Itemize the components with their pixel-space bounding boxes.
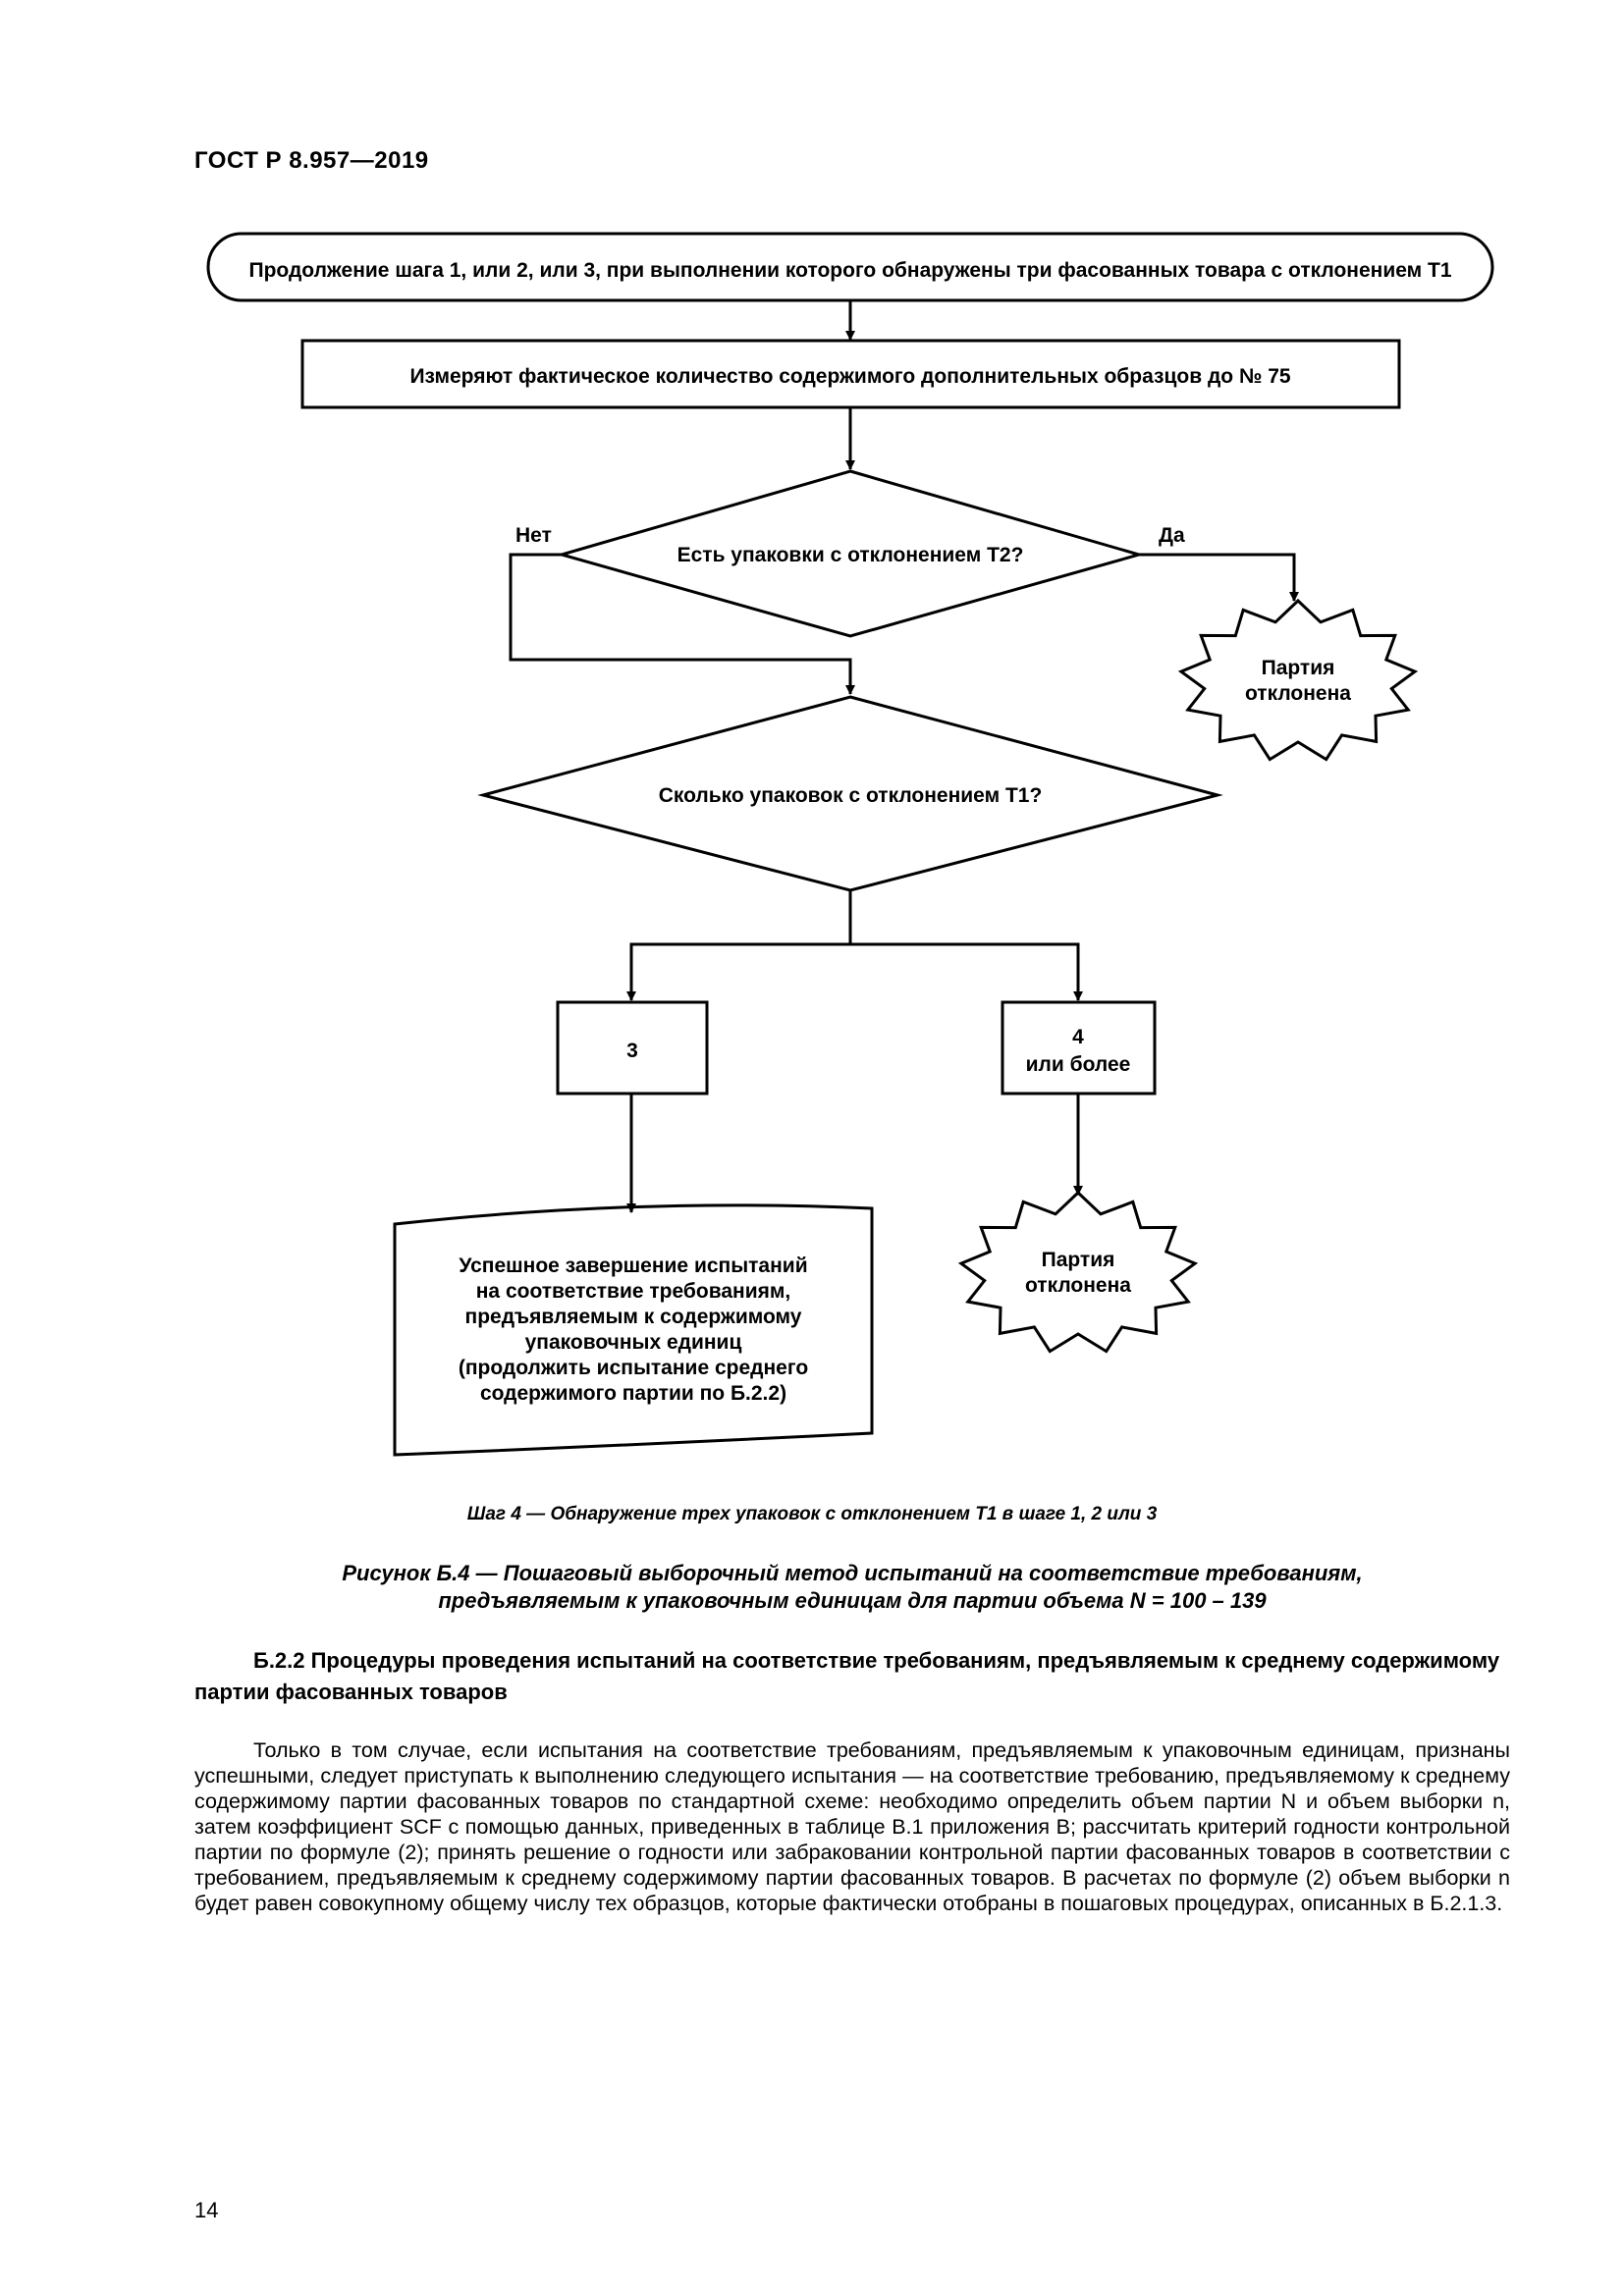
section-heading: Б.2.2 Процедуры проведения испытаний на … <box>194 1648 1500 1704</box>
success-line-2: на соответствие требованиям, <box>476 1280 790 1303</box>
reject-1-line2: отклонена <box>1245 682 1351 705</box>
flowchart: Продолжение шага 1, или 2, или 3, при вы… <box>206 232 1494 1457</box>
success-line-6: содержимого партии по Б.2.2) <box>480 1382 786 1405</box>
yes-label: Да <box>1159 524 1185 547</box>
success-line-3: предъявляемым к содержимому <box>465 1306 802 1328</box>
reject-terminator-2: Партия отклонена <box>957 1190 1199 1354</box>
reject-1-line1: Партия <box>1262 657 1335 679</box>
branch-three-box: 3 <box>556 1000 709 1095</box>
connector-to-four <box>850 942 1083 1001</box>
document-header: ГОСТ Р 8.957—2019 <box>194 147 429 174</box>
no-label: Нет <box>515 524 552 547</box>
start-terminator: Продолжение шага 1, или 2, или 3, при вы… <box>206 232 1494 302</box>
figure-caption-line2: предъявляемым к упаковочным единицам для… <box>438 1588 1267 1613</box>
reject-2-line2: отклонена <box>1025 1274 1131 1297</box>
branch-four-line2: или более <box>1026 1053 1131 1076</box>
connector-to-three <box>626 942 850 1001</box>
branch-four-line1: 4 <box>1072 1026 1084 1048</box>
figure-caption: Рисунок Б.4 — Пошаговый выборочный метод… <box>194 1560 1510 1615</box>
page-number: 14 <box>194 2198 219 2222</box>
decision-t1-count: Сколько упаковок с отклонением T1? <box>477 695 1223 892</box>
success-line-4: упаковочных единиц <box>525 1331 742 1354</box>
success-line-1: Успешное завершение испытаний <box>459 1255 807 1277</box>
success-document: Успешное завершение испытаний на соответ… <box>393 1203 874 1457</box>
branch-four-box: 4 или более <box>1001 1000 1157 1095</box>
reject-2-line1: Партия <box>1042 1249 1115 1271</box>
measure-text: Измеряют фактическое количество содержим… <box>409 365 1290 388</box>
start-text: Продолжение шага 1, или 2, или 3, при вы… <box>248 259 1451 282</box>
success-line-5: (продолжить испытание среднего <box>459 1357 808 1379</box>
measure-process: Измеряют фактическое количество содержим… <box>300 339 1401 409</box>
decision-t2: Есть упаковки с отклонением T2? <box>556 469 1145 638</box>
decision-t2-text: Есть упаковки с отклонением T2? <box>677 544 1024 566</box>
reject-terminator-1: Партия отклонена <box>1177 598 1419 762</box>
body-paragraph: Только в том случае, если испытания на с… <box>194 1738 1510 1915</box>
connector-no-branch <box>509 553 855 695</box>
figure-caption-line1: Рисунок Б.4 — Пошаговый выборочный метод… <box>342 1561 1363 1585</box>
step-caption: Шаг 4 — Обнаружение трех упаковок с откл… <box>466 1504 1158 1524</box>
connector-yes-branch <box>1139 553 1299 602</box>
decision-t1-text: Сколько упаковок с отклонением T1? <box>659 784 1043 807</box>
branch-three-text: 3 <box>626 1040 638 1062</box>
